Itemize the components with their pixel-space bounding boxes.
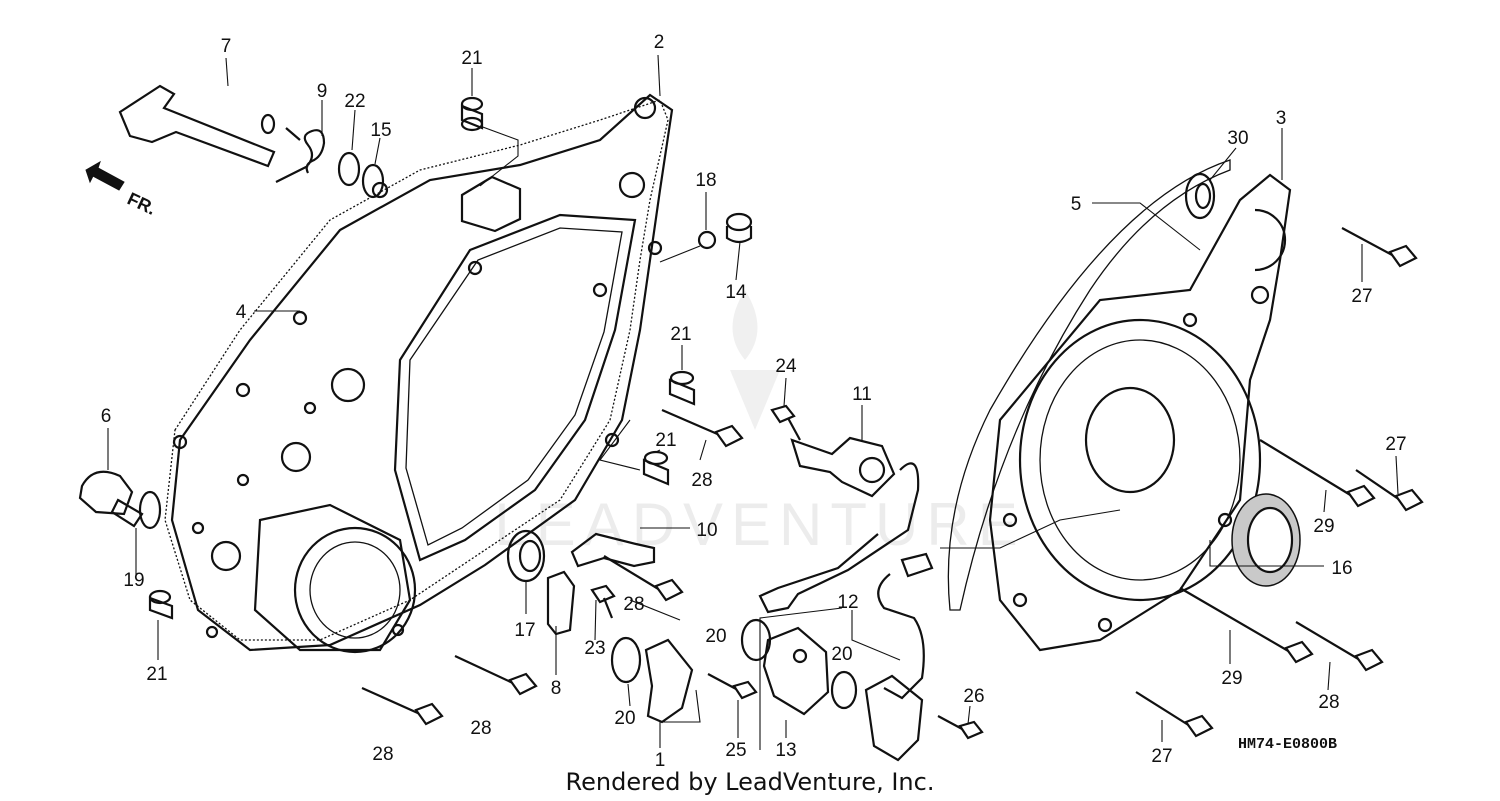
callout-15: 15 [370, 120, 391, 141]
return-spring [275, 127, 326, 183]
callout-9: 9 [317, 81, 328, 102]
callout-28-right: 28 [1318, 692, 1339, 713]
callout-20-c: 20 [831, 644, 852, 665]
callout-27-bottom: 27 [1151, 746, 1172, 767]
o-ring-19 [138, 490, 162, 530]
bearing-30 [1184, 172, 1216, 220]
dowel-pin-lower-left [148, 589, 174, 620]
bolt-28-right [1295, 621, 1384, 672]
callout-11: 11 [852, 384, 872, 405]
dowel-pin-middle [668, 370, 696, 406]
bolt-28-bottom [361, 686, 444, 726]
callout-24: 24 [775, 356, 797, 377]
bearing-17 [506, 529, 546, 583]
callout-21-lower: 21 [655, 430, 676, 451]
front-direction-indicator: FR. [85, 160, 159, 219]
callout-27-right: 27 [1385, 434, 1406, 455]
callout-numbers: 2 7 9 22 15 21 4 6 19 21 18 14 21 21 28 … [101, 32, 1407, 771]
cable-clamp [570, 532, 656, 568]
bolt-23 [590, 584, 616, 619]
front-label: FR. [124, 188, 159, 218]
callout-29-lower: 29 [1221, 668, 1242, 689]
callout-29-upper: 29 [1313, 516, 1334, 537]
bolt-28-lower [454, 655, 538, 696]
callout-8: 8 [551, 678, 562, 699]
callout-28-bottom: 28 [372, 744, 393, 765]
callout-23: 23 [584, 638, 605, 659]
callout-28-middle: 28 [623, 594, 644, 615]
callout-14: 14 [725, 282, 747, 303]
callout-18: 18 [695, 170, 716, 191]
bolt-27-right [1355, 469, 1424, 512]
callout-30: 30 [1227, 128, 1248, 149]
bolt-29-upper [1259, 439, 1376, 508]
callout-27-top: 27 [1351, 286, 1372, 307]
cover-13 [762, 626, 830, 716]
o-ring-20-b [740, 618, 772, 662]
rendered-by-footer: Rendered by LeadVenture, Inc. [566, 768, 935, 796]
stay-8 [546, 570, 576, 636]
harness-12 [877, 552, 934, 700]
callout-12: 12 [837, 592, 858, 613]
callout-3: 3 [1276, 108, 1287, 129]
oil-filler-cap [78, 470, 144, 528]
oil-seal-16 [1231, 493, 1301, 587]
bolt-29-lower [1179, 587, 1314, 664]
callout-17: 17 [514, 620, 535, 641]
watermark: LEADVENTURE [494, 290, 1025, 558]
diagram-reference-code: HM74-E0800B [1238, 736, 1337, 753]
callout-10: 10 [696, 520, 717, 541]
callout-1: 1 [655, 750, 666, 771]
dowel-pin-lower [642, 450, 670, 486]
callout-6: 6 [101, 406, 112, 427]
sealing-washer-18 [697, 230, 717, 250]
bolt-28-middle [603, 555, 684, 602]
callout-19: 19 [123, 570, 144, 591]
o-ring-20-a [610, 636, 642, 684]
cover-1 [644, 638, 694, 724]
watermark-text: LEADVENTURE [494, 491, 1025, 558]
dowel-pin-top [460, 96, 484, 132]
front-arrow-icon [85, 160, 125, 191]
callout-5: 5 [1071, 194, 1082, 215]
callout-21-top: 21 [461, 48, 482, 69]
callout-25: 25 [725, 740, 746, 761]
callout-13: 13 [775, 740, 796, 761]
callout-22: 22 [344, 91, 365, 112]
bolt-26 [937, 715, 984, 740]
callout-28-upper: 28 [691, 470, 712, 491]
callout-4: 4 [236, 302, 247, 323]
bolt-27-top [1341, 227, 1418, 268]
sensor-11 [758, 436, 920, 614]
bolt-27-bottom [1135, 691, 1214, 738]
callout-7: 7 [221, 36, 232, 57]
callout-21-middle: 21 [670, 324, 691, 345]
callout-28-lower: 28 [470, 718, 491, 739]
bolt-24 [770, 404, 801, 441]
leader-lines [107, 54, 1399, 750]
o-ring-20-c [830, 670, 858, 710]
callout-21-left: 21 [146, 664, 167, 685]
shift-shaft [118, 84, 276, 168]
right-clutch-cover [947, 159, 1292, 652]
bolt-25 [707, 673, 758, 700]
callout-2: 2 [654, 32, 665, 53]
pulser-cover [864, 674, 924, 762]
washer-15 [361, 163, 385, 199]
callout-20-a: 20 [614, 708, 635, 729]
callout-26: 26 [963, 686, 984, 707]
drain-plug [725, 212, 753, 244]
collar-22 [337, 151, 361, 187]
callout-20-b: 20 [705, 626, 726, 647]
left-crankcase-cover [164, 93, 674, 654]
bolt-28-upper [661, 408, 744, 448]
callout-16: 16 [1331, 558, 1352, 579]
